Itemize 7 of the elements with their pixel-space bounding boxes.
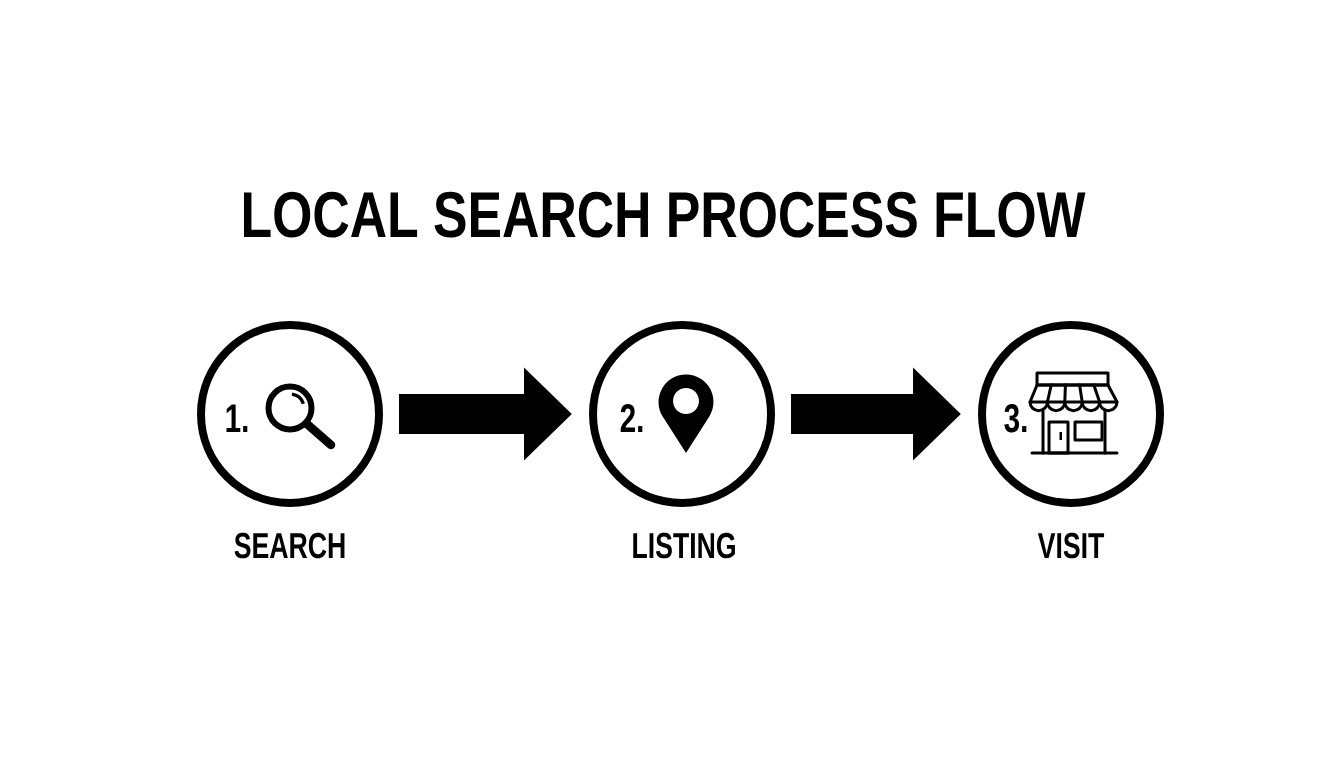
title: LOCAL SEARCH PROCESS FLOW (243, 191, 1086, 238)
step-label: SEARCH (234, 532, 345, 559)
step-number: 1. (226, 404, 248, 432)
step-number: 2. (620, 404, 643, 432)
step-number: 3. (1004, 404, 1027, 433)
step-label: LISTING (633, 532, 735, 559)
step-label: VISIT (1037, 532, 1105, 559)
